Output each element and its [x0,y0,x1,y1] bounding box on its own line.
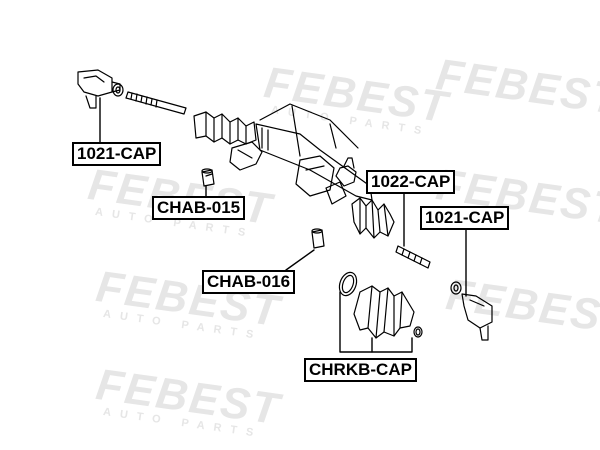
boot-left [193,111,257,145]
tie-rod-right [395,245,431,269]
boot-right [351,197,395,239]
bushing-lower [311,228,325,249]
part-label-bushing-lower: CHAB-016 [202,270,296,294]
part-label-tie-rod: 1022-CAP [366,170,456,194]
part-label-tie-rod-end-left: 1021-CAP [72,142,162,166]
tie-rod-end-right [461,293,493,341]
leader-chab-016 [285,249,315,271]
inner-rod-left [125,91,187,115]
boot-kit-clip [413,326,423,338]
nut-right [450,281,462,295]
boot-clamp-ring [338,271,358,297]
rack-housing [229,103,373,201]
part-label-boot-kit: CHRKB-CAP [304,358,417,382]
nut-left [112,83,124,97]
tie-rod-end-left [77,69,121,109]
bushing-upper [201,168,215,187]
leader-chrkb-b [371,337,413,353]
leader-chrkb-a [339,291,373,353]
pinion-shaft [325,157,357,205]
part-label-tie-rod-end-right: 1021-CAP [420,206,510,230]
boot-kit-bellows [353,285,415,339]
part-label-bushing-upper: CHAB-015 [152,196,246,220]
leader-lines [99,97,467,353]
